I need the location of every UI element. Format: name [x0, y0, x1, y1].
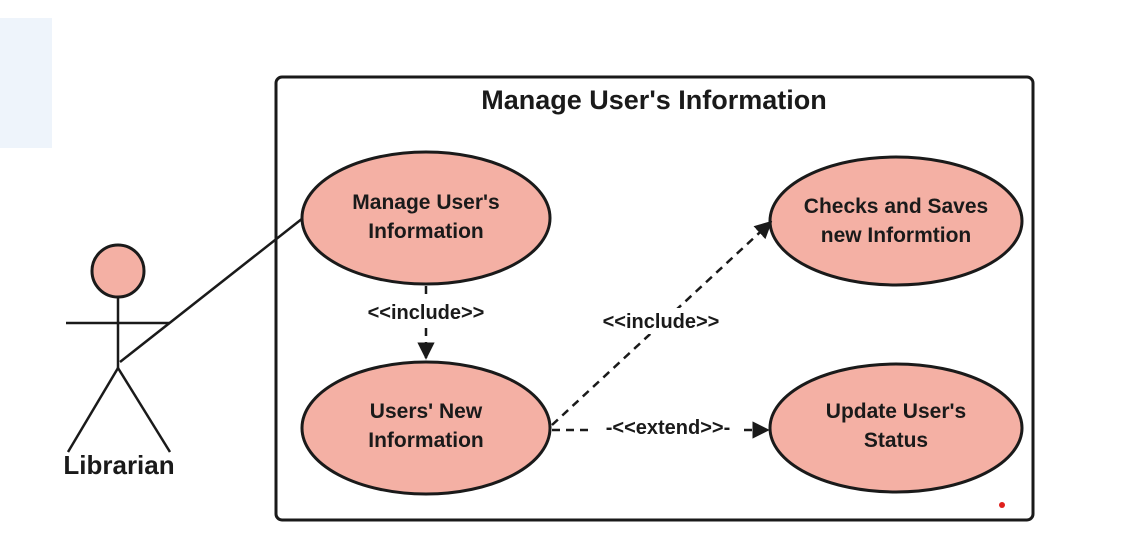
use-case-label-line-1: Manage User's — [352, 191, 499, 214]
actor-head — [90, 243, 146, 299]
use-case-manage-users-information[interactable]: Manage User's Information — [300, 150, 552, 286]
use-case-label-line-2: new Informtion — [821, 224, 972, 247]
use-case-label-line-2: Information — [368, 220, 484, 243]
use-case-users-new-information[interactable]: Users' New Information — [300, 360, 552, 496]
use-case-label-line-1: Checks and Saves — [804, 195, 988, 218]
use-case-label-line-1: Update User's — [826, 400, 966, 423]
use-case-label-line-2: Status — [864, 429, 928, 452]
use-case-ellipse — [300, 150, 552, 286]
include-label-bg — [596, 308, 726, 334]
include-label-diagonal: <<include>> — [603, 311, 720, 333]
use-case-ellipse — [768, 155, 1024, 287]
red-dot-marker — [999, 502, 1005, 508]
association-line — [119, 217, 304, 363]
system-title: Manage User's Information — [481, 85, 827, 115]
use-case-ellipse — [300, 360, 552, 496]
use-case-update-users-status[interactable]: Update User's Status — [768, 362, 1024, 494]
use-case-ellipse — [768, 362, 1024, 494]
include-label-vertical: <<include>> — [368, 302, 485, 324]
use-case-checks-and-saves[interactable]: Checks and Saves new Informtion — [768, 155, 1024, 287]
use-case-label-line-2: Information — [368, 429, 484, 452]
include-arrow-diagonal — [551, 220, 773, 426]
background-patch — [0, 18, 52, 148]
extend-label: -<<extend>>- — [606, 417, 731, 439]
actor-left-leg — [66, 367, 120, 453]
actor-right-leg — [116, 367, 172, 453]
actor-label: Librarian — [63, 450, 174, 480]
librarian-actor[interactable] — [66, 243, 172, 453]
use-case-label-line-1: Users' New — [370, 400, 483, 423]
